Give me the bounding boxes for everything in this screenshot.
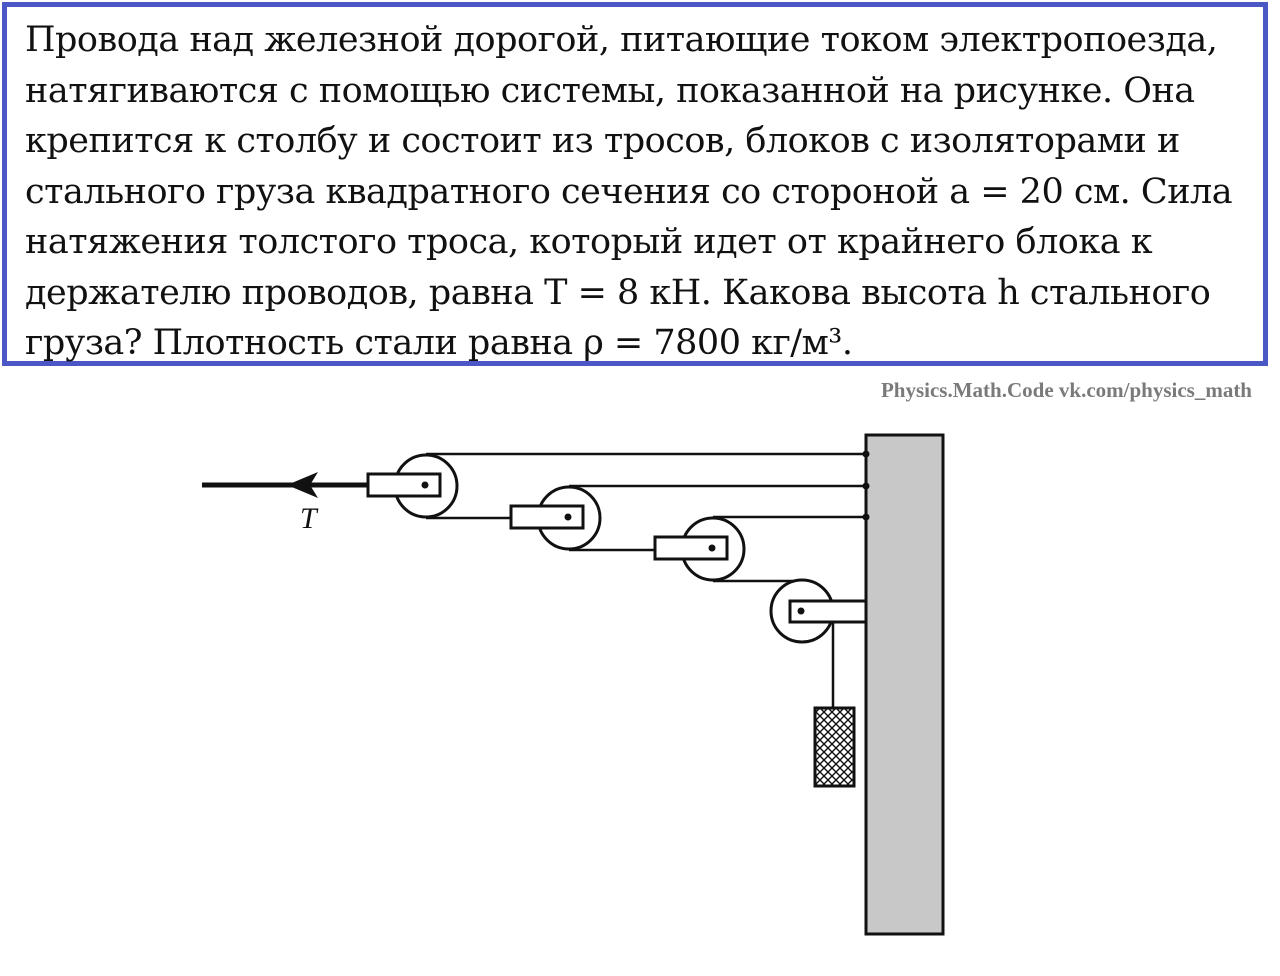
- steel-weight: [813, 706, 856, 788]
- problem-line-5: натяжения толстого троса, который идет о…: [25, 222, 1153, 262]
- pulley-3-axle: [708, 544, 716, 552]
- problem-line-4: стального груза квадратного сечения со с…: [25, 171, 1233, 212]
- problem-line-3: крепится к столбу и состоит из тросов, б…: [25, 121, 1180, 161]
- pulley-3-insulator: [653, 535, 729, 561]
- steel-weight-body: [813, 706, 856, 788]
- problem-line-1: Провода над железной дорогой, питающие т…: [25, 20, 1218, 60]
- problem-line-6: держателю проводов, равна T = 8 кН. Како…: [25, 272, 1211, 313]
- attachment-dot-3: [862, 513, 870, 521]
- pulley-1: [366, 453, 459, 519]
- pulley-1-insulator: [366, 472, 442, 498]
- watermark: Physics.Math.Code vk.com/physics_math: [880, 378, 1252, 402]
- tension-label: T: [300, 502, 319, 535]
- pulley-2: [509, 485, 602, 551]
- problem-statement: Провода над железной дорогой, питающие т…: [2, 2, 1268, 366]
- pulley-4: [769, 578, 868, 644]
- pulley-2-insulator: [509, 504, 585, 530]
- ropes: [426, 452, 866, 708]
- problem-line-2: натягиваются с помощью системы, показанн…: [25, 70, 1195, 111]
- pole: [864, 433, 945, 936]
- attachment-dot-1: [862, 450, 870, 458]
- problem-line-7: груза? Плотность стали равна ρ = 7800 кг…: [25, 323, 853, 363]
- pulley-4-bracket: [788, 599, 868, 624]
- pulley-1-axle: [421, 481, 429, 489]
- pulley-2-axle: [564, 513, 572, 521]
- tension-arrow: [287, 472, 318, 498]
- pulley-4-axle: [797, 607, 805, 615]
- attachment-dot-2: [862, 482, 870, 490]
- pulley-3: [653, 516, 746, 582]
